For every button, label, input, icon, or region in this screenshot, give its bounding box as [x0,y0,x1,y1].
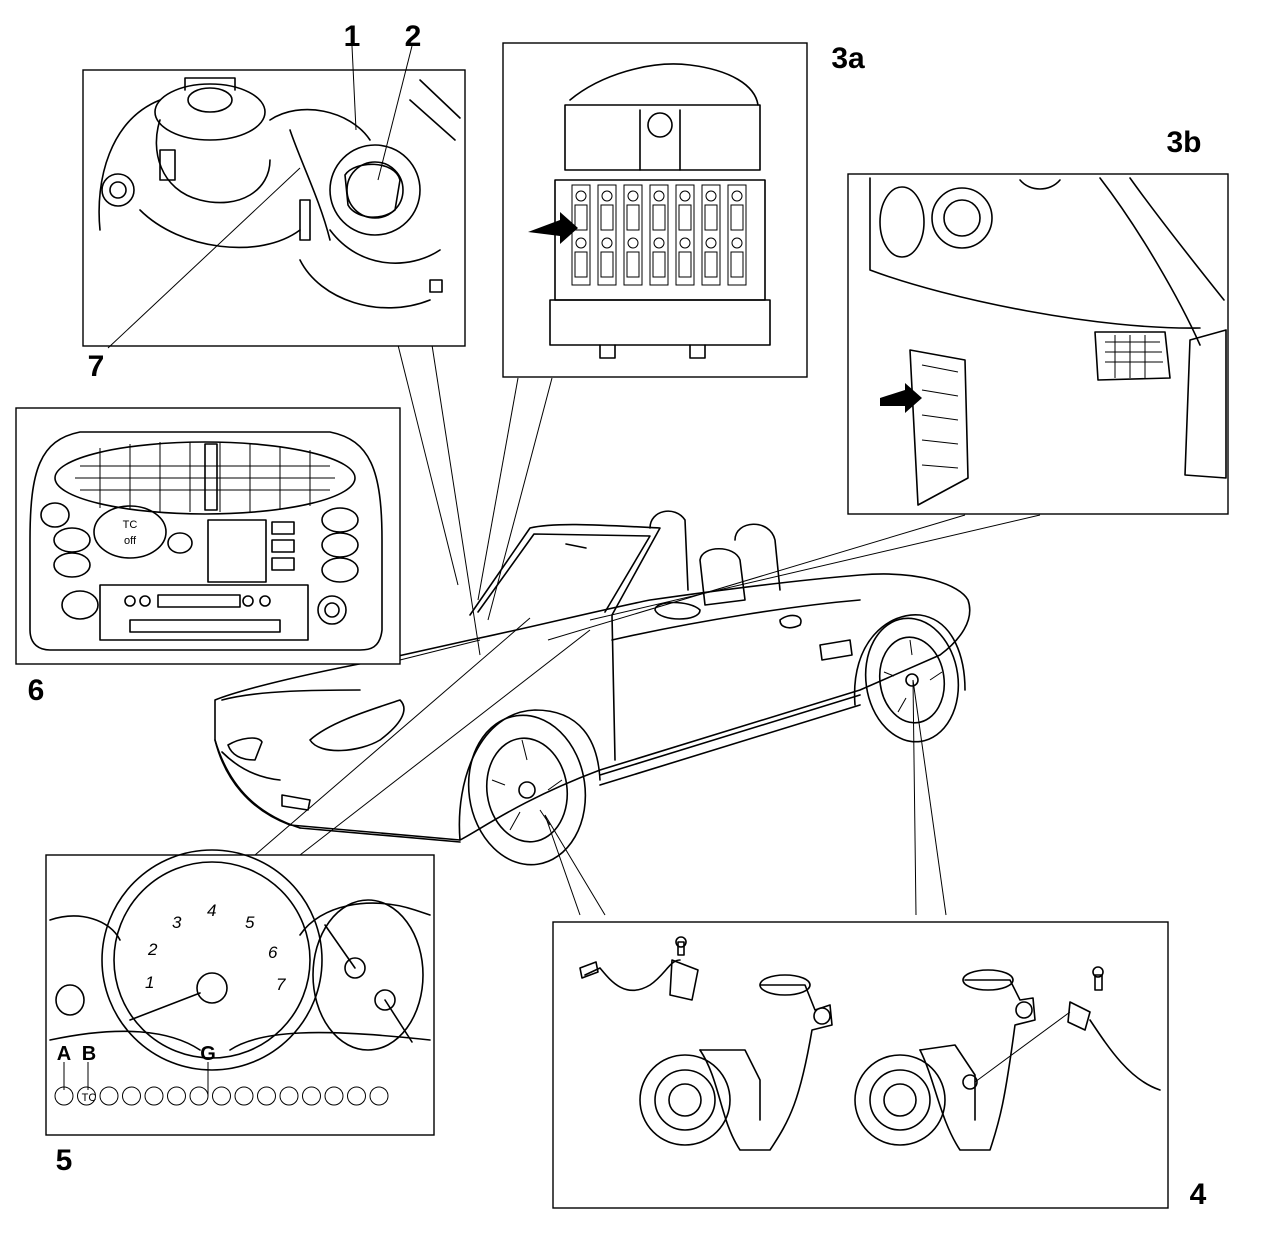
warning-lamp [279,1086,299,1106]
warning-lamp [77,1086,96,1106]
fuse [727,184,747,286]
fuse [701,184,721,286]
warning-lamp [369,1086,389,1106]
warning-lamp [212,1086,231,1106]
warning-lamp [302,1086,321,1106]
warning-lamp [144,1086,164,1106]
warning-lamp [257,1086,276,1106]
car-illustration [214,510,971,866]
callout-5: 5 [56,1144,73,1177]
tc-off-button[interactable] [93,505,167,559]
warning-lamp [122,1086,141,1106]
tc-button-line2: off [124,535,137,547]
dial-number-4: 4 [207,901,216,920]
callout-4: 4 [1190,1178,1207,1211]
fuse [623,184,643,286]
panel-6-center-console [15,407,401,665]
warning-lamp [99,1086,119,1106]
callout-7: 7 [88,350,105,383]
panel-7-engine-bay [82,45,466,349]
warning-lamp-row [54,1086,389,1106]
fuse [649,184,669,286]
lamp-label-a: A [57,1043,71,1065]
warning-lamp [324,1086,344,1106]
warning-lamp [347,1086,366,1106]
callout-3a: 3a [831,42,865,75]
panel-5-instrument-cluster [45,849,435,1136]
dial-number-2: 2 [147,940,158,959]
lamp-b-tc-text: TC [82,1092,97,1104]
panel-3b-footwell [847,173,1229,515]
fuse [571,184,591,286]
fuse-row [571,184,747,286]
arrow-icon [880,383,922,413]
dial-number-5: 5 [245,913,255,932]
arrow-icon [528,212,578,244]
lamp-label-b: B [82,1043,96,1065]
fuse [675,184,695,286]
leader-lines [254,344,1041,916]
dial-number-1: 1 [145,973,154,992]
warning-lamp [234,1086,254,1106]
dial-number-3: 3 [172,913,182,932]
callout-6: 6 [28,674,45,707]
tachometer-dial [101,849,323,1071]
tc-button-line1: TC [123,519,138,531]
warning-lamp [167,1086,186,1106]
callout-2: 2 [405,20,422,53]
fuse [597,184,617,286]
lamp-label-g: G [200,1043,216,1065]
dial-number-7: 7 [276,975,286,994]
callout-1: 1 [344,20,361,53]
panel-3a-fuse-box [502,42,808,378]
callout-3b: 3b [1166,126,1201,159]
panel-4-wheel-hubs [552,921,1169,1209]
dial-number-6: 6 [268,943,278,962]
